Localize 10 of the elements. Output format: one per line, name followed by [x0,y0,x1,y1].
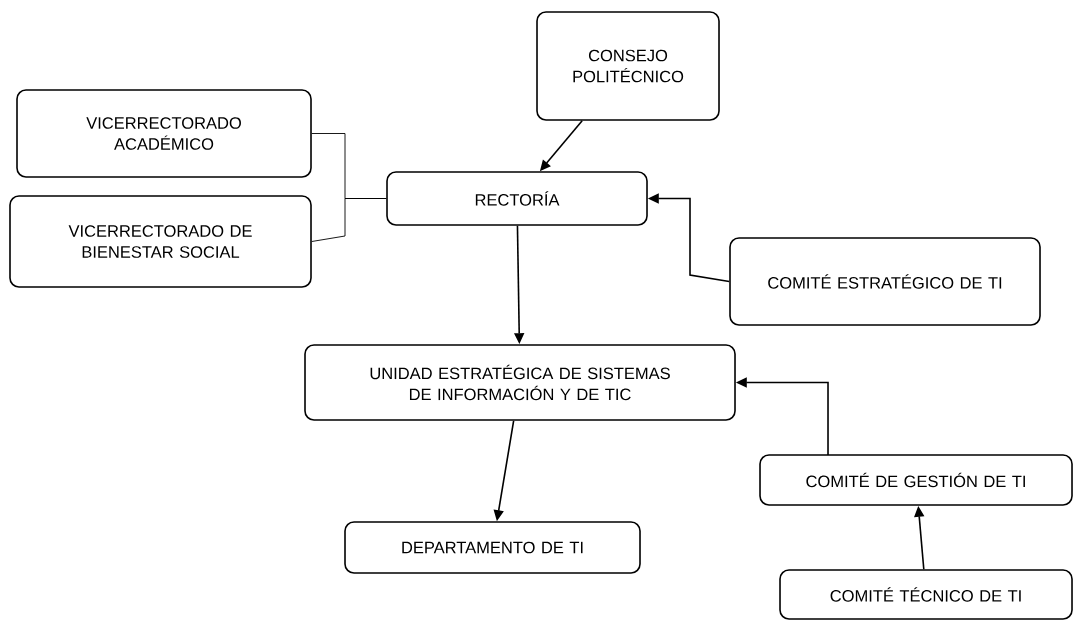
connector-line [311,198,387,242]
org-box: CONSEJO POLITÉCNICO [536,11,720,121]
org-box: COMITÉ DE GESTIÓN DE TI [759,454,1073,506]
org-box: VICERRECTORADO ACADÉMICO [16,89,312,178]
org-box: COMITÉ TÉCNICO DE TI [779,569,1073,620]
org-box: VICERRECTORADO DE BIENESTAR SOCIAL [9,195,312,288]
org-box: DEPARTAMENTO DE TI [344,521,641,574]
org-box: COMITÉ ESTRATÉGICO DE TI [729,237,1041,326]
org-box: RECTORÍA [386,171,648,226]
org-box: UNIDAD ESTRATÉGICA DE SISTEMAS DE INFORMACIÓN Y DE TIC [304,344,736,421]
